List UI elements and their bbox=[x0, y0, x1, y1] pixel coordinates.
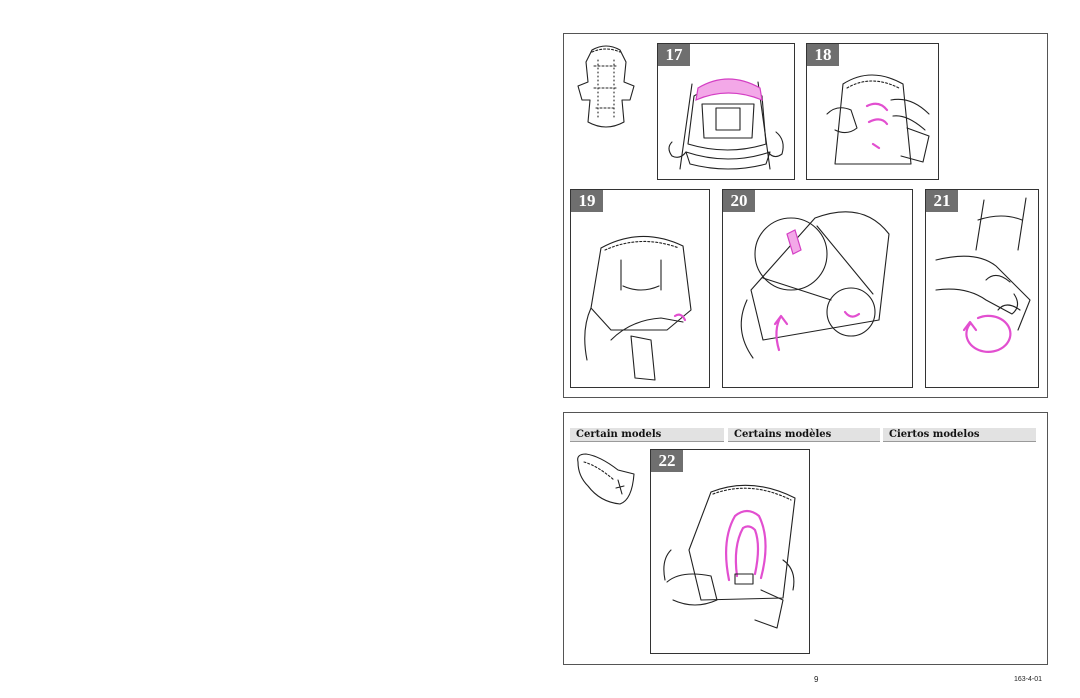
step-21-number: 21 bbox=[926, 190, 958, 212]
seat-pad-illustration bbox=[577, 45, 635, 128]
step-20-panel: 20 bbox=[722, 189, 913, 388]
step-22-illustration bbox=[663, 484, 796, 629]
step-17-illustration bbox=[668, 78, 784, 170]
header-french: Certains modèles bbox=[728, 428, 880, 442]
document-code: 163-4-01 bbox=[1014, 676, 1043, 683]
step-22-panel: 22 bbox=[650, 449, 810, 654]
step-21-illustration bbox=[935, 197, 1031, 353]
step-18-number: 18 bbox=[807, 44, 839, 66]
header-english: Certain models bbox=[570, 428, 724, 442]
step-18-panel: 18 bbox=[806, 43, 939, 180]
step-21-panel: 21 bbox=[925, 189, 1039, 388]
page-number: 9 bbox=[814, 675, 819, 684]
step-19-panel: 19 bbox=[570, 189, 710, 388]
step-17-number: 17 bbox=[658, 44, 690, 66]
step-22-number: 22 bbox=[651, 450, 683, 472]
step-20-number: 20 bbox=[723, 190, 755, 212]
step-19-number: 19 bbox=[571, 190, 603, 212]
head-support-illustration bbox=[577, 453, 635, 505]
header-spanish: Ciertos modelos bbox=[883, 428, 1036, 442]
step-17-panel: 17 bbox=[657, 43, 795, 180]
step-19-illustration bbox=[584, 235, 692, 381]
step-18-illustration bbox=[826, 74, 930, 165]
step-20-illustration bbox=[740, 211, 890, 359]
